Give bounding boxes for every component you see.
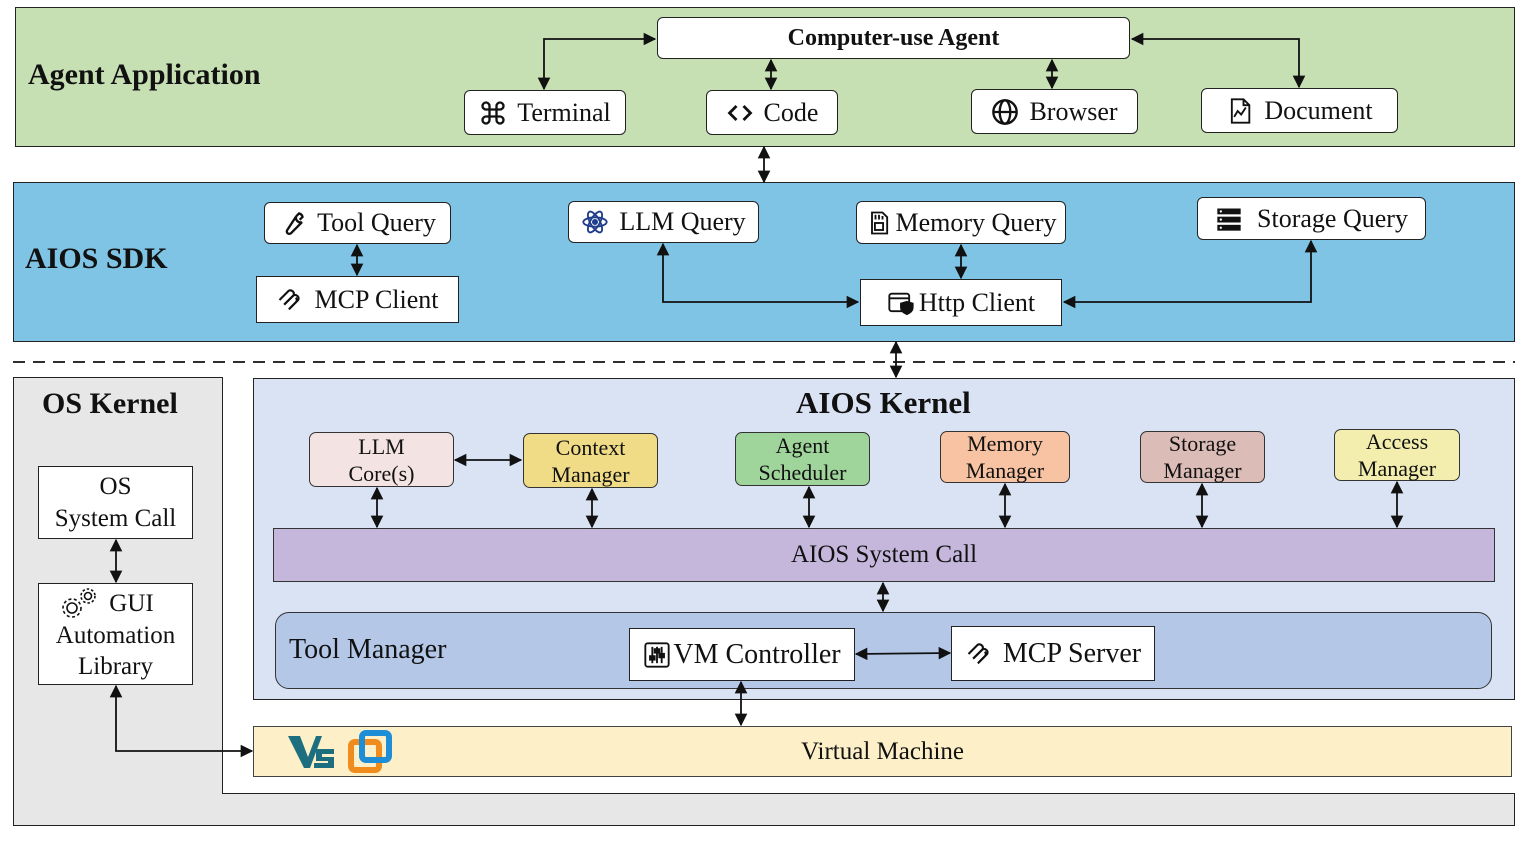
storage-query-label: Storage Query — [1257, 203, 1408, 233]
os-system-call-line-1: OS — [99, 472, 132, 500]
http-client-label: Http Client — [918, 287, 1036, 317]
http-client-box: Http Client — [860, 279, 1062, 326]
tool-query-label: Tool Query — [317, 208, 436, 237]
storage-manager-module: Storage Manager — [1140, 431, 1265, 483]
gui-library-line-1: GUI — [109, 589, 154, 617]
storage-manager-line-1: Storage — [1168, 431, 1237, 456]
terminal-box: Terminal — [464, 90, 626, 135]
llm-core-line-2: Core(s) — [348, 460, 415, 486]
mcp-icon — [965, 640, 993, 668]
document-box: Document — [1201, 88, 1398, 133]
gui-library-line-3: Library — [78, 653, 153, 680]
wrench-icon — [279, 209, 307, 237]
access-manager-module: Access Manager — [1334, 429, 1460, 481]
os-system-call-line-2: System Call — [54, 504, 177, 532]
computer-use-agent-box: Computer-use Agent — [657, 17, 1130, 59]
memory-manager-line-1: Memory — [967, 431, 1043, 456]
access-manager-line-1: Access — [1365, 429, 1429, 454]
code-icon — [726, 99, 754, 127]
vm-controller-box: VM Controller — [629, 628, 855, 681]
code-box: Code — [706, 90, 838, 135]
mcp-server-label: MCP Server — [1002, 637, 1142, 669]
memory-card-icon — [865, 209, 893, 237]
browser-shield-icon — [887, 289, 915, 317]
server-stack-icon — [1215, 205, 1243, 233]
memory-query-box: Memory Query — [856, 201, 1066, 244]
vm-controller-label: VM Controller — [673, 638, 841, 670]
terminal-label: Terminal — [517, 97, 611, 127]
vmware-logo-icon — [286, 731, 336, 773]
mcp-server-box: MCP Server — [951, 626, 1155, 681]
llm-core-line-1: LLM — [358, 433, 405, 459]
memory-manager-line-2: Manager — [965, 458, 1045, 483]
tool-manager-panel — [275, 612, 1492, 689]
mcp-client-label: MCP Client — [314, 284, 439, 314]
gui-library-line-2: Automation — [55, 622, 176, 649]
context-manager-line-1: Context — [555, 434, 626, 460]
virtual-machine-label: Virtual Machine — [800, 737, 965, 765]
document-chart-icon — [1226, 97, 1254, 125]
memory-manager-module: Memory Manager — [940, 431, 1070, 483]
code-label: Code — [763, 97, 819, 127]
agent-scheduler-line-2: Scheduler — [758, 460, 847, 485]
mcp-client-box: MCP Client — [256, 276, 459, 323]
context-manager-module: Context Manager — [523, 433, 658, 488]
os-kernel-title: OS Kernel — [42, 387, 178, 420]
document-label: Document — [1264, 95, 1373, 125]
aios-system-call-label: AIOS System Call — [790, 541, 978, 568]
atom-icon — [581, 208, 609, 236]
aios-system-call-bar: AIOS System Call — [273, 528, 1495, 582]
browser-box: Browser — [971, 89, 1138, 134]
mcp-icon — [276, 286, 304, 314]
gears-icon — [59, 586, 99, 620]
storage-manager-line-2: Manager — [1163, 458, 1242, 483]
virtualbox-logo-icon — [347, 729, 393, 775]
browser-label: Browser — [1029, 96, 1118, 126]
os-system-call-box: OS System Call — [38, 466, 193, 539]
gui-automation-library-box: GUI Automation Library — [38, 583, 193, 685]
storage-query-box: Storage Query — [1197, 197, 1426, 240]
access-manager-line-2: Manager — [1357, 456, 1437, 481]
context-manager-line-2: Manager — [551, 461, 630, 487]
agent-application-title: Agent Application — [28, 58, 261, 91]
aios-kernel-title: AIOS Kernel — [796, 385, 971, 420]
aios-sdk-title: AIOS SDK — [25, 242, 168, 275]
tool-manager-label: Tool Manager — [289, 634, 447, 665]
agent-scheduler-module: Agent Scheduler — [735, 432, 870, 486]
command-icon — [479, 99, 507, 127]
computer-use-agent-label: Computer-use Agent — [787, 24, 1000, 51]
tool-query-box: Tool Query — [264, 202, 451, 244]
llm-core-module: LLM Core(s) — [309, 432, 454, 487]
agent-scheduler-line-1: Agent — [775, 433, 830, 458]
llm-query-label: LLM Query — [619, 207, 746, 236]
globe-icon — [991, 98, 1019, 126]
memory-query-label: Memory Query — [895, 207, 1057, 237]
llm-query-box: LLM Query — [568, 201, 759, 243]
virtual-machine-bar: Virtual Machine — [253, 726, 1512, 777]
sliders-icon — [643, 641, 671, 669]
